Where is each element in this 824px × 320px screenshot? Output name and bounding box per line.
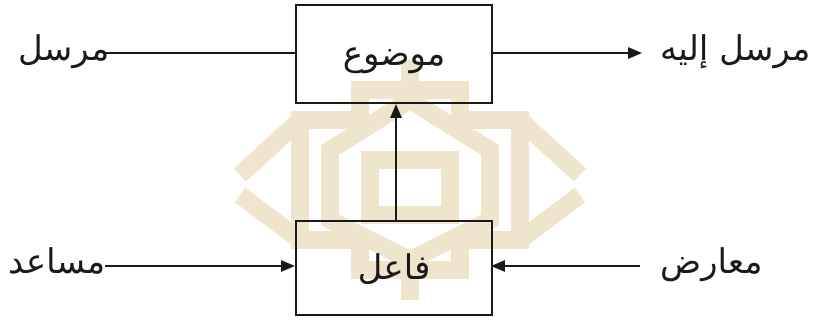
subject-box: فاعل <box>295 220 493 316</box>
receiver-label: مرسل إليه <box>660 29 811 69</box>
sender-label: مرسل <box>18 29 110 69</box>
object-label: موضوع <box>342 34 446 74</box>
subject-label: فاعل <box>357 248 431 288</box>
opponent-label: معارض <box>660 242 763 282</box>
helper-label: مساعد <box>8 242 106 282</box>
object-box: موضوع <box>295 4 493 104</box>
